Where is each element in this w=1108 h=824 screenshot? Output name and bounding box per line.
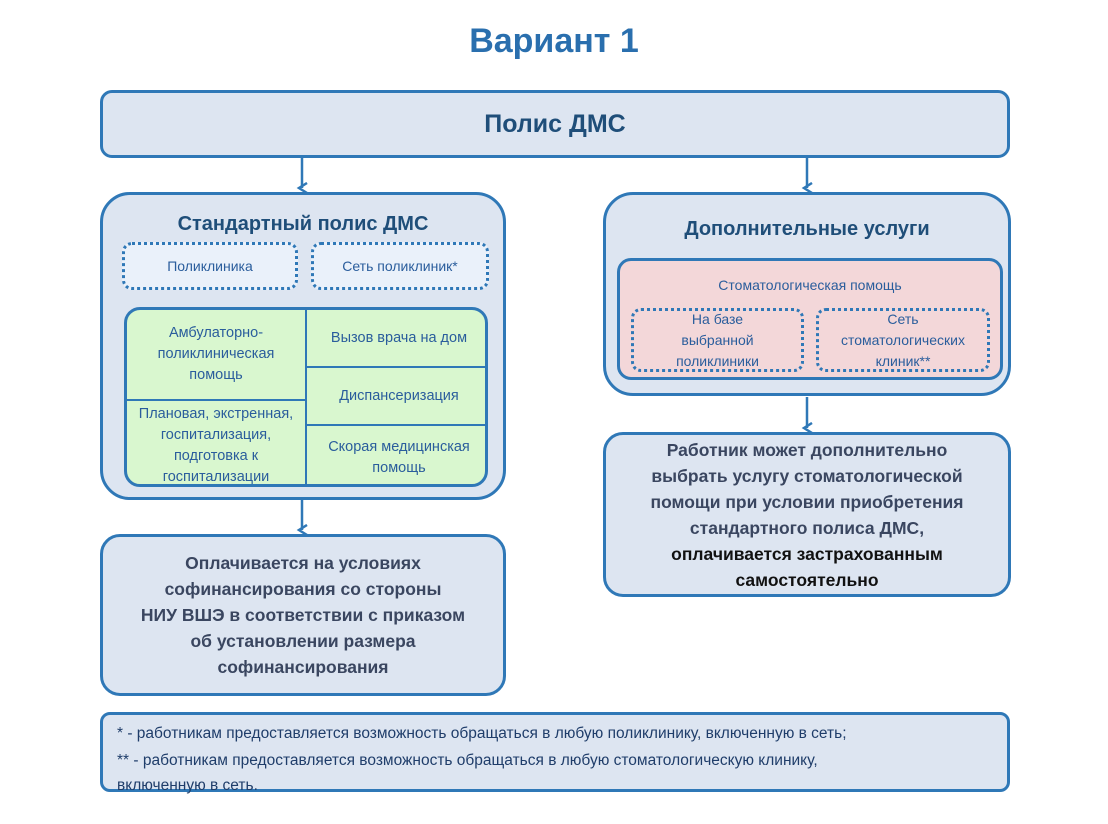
dental-network-box: Сеть стоматологических клиник** (816, 308, 990, 372)
description-line3: помощи при условии приобретения (650, 491, 964, 512)
service-ambulatory-line2: поликлиническая (157, 346, 275, 362)
payment-line4: об установлении размера (190, 631, 416, 651)
footnotes-box: * - работникам предоставляется возможнос… (100, 712, 1010, 794)
policy-box: Полис ДМС (100, 90, 1010, 158)
base-clinic-box: На базе выбранной поликлиники (631, 308, 804, 372)
base-clinic-line2: выбранной (681, 331, 754, 348)
dental-network-line2: стоматологических (841, 331, 965, 348)
payment-line2: софинансирования со стороны (164, 579, 442, 599)
service-ambulance-line2: помощь (372, 460, 426, 476)
footnote-two-a: ** - работникам предоставляется возможно… (117, 752, 818, 769)
dental-network-line1: Сеть (887, 310, 919, 327)
service-ambulance: Скорая медицинская помощь (307, 426, 485, 484)
dental-box: Стоматологическая помощь На базе выбранн… (617, 258, 1003, 380)
standard-policy-heading: Стандартный полис ДМС (177, 213, 429, 235)
dental-network-line3: клиник** (875, 352, 931, 369)
extra-services-heading: Дополнительные услуги (684, 218, 930, 240)
grid-divider-left (127, 399, 305, 401)
dental-label: Стоматологическая помощь (718, 277, 902, 293)
payment-line5: софинансирования (217, 657, 389, 677)
service-dispensary: Диспансеризация (307, 368, 485, 424)
base-clinic-line1: На базе (691, 310, 744, 327)
policy-label: Полис ДМС (484, 109, 626, 138)
grid-divider-right-1 (307, 366, 485, 368)
grid-divider-vertical (305, 310, 307, 484)
service-hospitalization-line4: госпитализации (162, 468, 270, 485)
payment-line1: Оплачивается на условиях (185, 553, 421, 573)
service-home-call-label: Вызов врача на дом (330, 329, 468, 346)
page-title: Вариант 1 (469, 22, 639, 60)
clinic-network-box: Сеть поликлиник* (311, 242, 489, 290)
service-hospitalization-line1: Плановая, экстренная, (138, 405, 294, 422)
description-line1: Работник может дополнительно (666, 439, 948, 460)
service-hospitalization-line2: госпитализация, (160, 426, 272, 443)
service-hospitalization-line3: подготовка к (173, 447, 259, 464)
footnote-one: * - работникам предоставляется возможнос… (117, 725, 847, 742)
service-ambulatory-line1: Амбулаторно- (168, 325, 264, 341)
service-dispensary-label: Диспансеризация (339, 387, 459, 404)
clinic-network-label: Сеть поликлиник* (342, 258, 458, 274)
footnote-two-b: включенную в сеть. (117, 777, 258, 794)
payment-box: Оплачивается на условиях софинансировани… (100, 534, 506, 696)
description-line4: стандартного полиса ДМС, (689, 517, 925, 538)
standard-policy-box: Стандартный полис ДМС Поликлиника Сеть п… (100, 192, 506, 500)
description-bold-line1: оплачивается застрахованным (671, 543, 943, 564)
description-line2: выбрать услугу стоматологической (651, 465, 963, 486)
service-ambulatory-line3: помощь (189, 367, 243, 383)
payment-line3: НИУ ВШЭ в соответствии с приказом (140, 605, 466, 625)
service-hospitalization: Плановая, экстренная, госпитализация, по… (127, 401, 305, 485)
clinic-box: Поликлиника (122, 242, 298, 290)
service-ambulatory: Амбулаторно- поликлиническая помощь (127, 310, 305, 399)
service-ambulance-line1: Скорая медицинская (328, 439, 470, 455)
clinic-label: Поликлиника (167, 258, 253, 274)
grid-divider-right-2 (307, 424, 485, 426)
services-grid: Амбулаторно- поликлиническая помощь План… (124, 307, 488, 487)
service-home-call: Вызов врача на дом (307, 310, 485, 366)
base-clinic-line3: поликлиники (676, 352, 759, 369)
extra-services-box: Дополнительные услуги Стоматологическая … (603, 192, 1011, 396)
extra-description-box: Работник может дополнительно выбрать усл… (603, 432, 1011, 597)
description-bold-line2: самостоятельно (735, 569, 879, 590)
